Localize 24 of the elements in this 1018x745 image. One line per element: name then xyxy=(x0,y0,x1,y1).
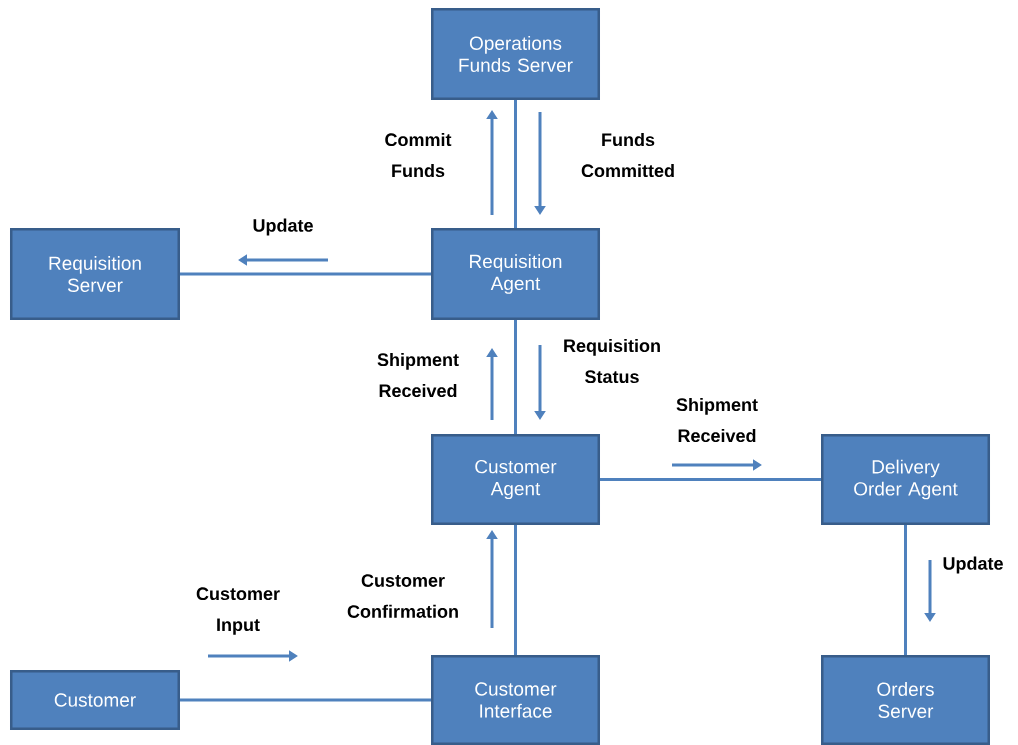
arrow-label: Shipment Received xyxy=(676,397,758,443)
arrow-label: Requisition Status xyxy=(564,338,660,384)
process-box: Requisition Agent xyxy=(431,228,600,320)
process-box: Operations Funds Server xyxy=(431,8,600,100)
arrow-label: Funds Committed xyxy=(581,132,674,178)
process-box: Delivery Order Agent xyxy=(821,434,990,525)
arrow-label: Shipment Received xyxy=(377,352,459,398)
connector-line xyxy=(514,525,517,655)
connector-line xyxy=(180,698,431,702)
arrow-label: Update xyxy=(943,556,1003,574)
process-box: Customer Agent xyxy=(431,434,600,525)
arrow-label: Update xyxy=(253,218,313,236)
process-box: Orders Server xyxy=(821,655,990,745)
connector-line xyxy=(600,478,821,481)
process-box: Customer Interface xyxy=(431,655,600,745)
connector-line xyxy=(180,272,431,276)
connector-line xyxy=(514,320,517,434)
process-box: Customer xyxy=(10,670,180,730)
arrow-label: Customer Confirmation xyxy=(347,574,458,618)
arrow-label: Customer Input xyxy=(196,587,280,635)
connector-line xyxy=(514,100,517,228)
arrow-label: Commit Funds xyxy=(385,132,452,178)
process-box: Requisition Server xyxy=(10,228,180,320)
connector-line xyxy=(904,525,907,655)
